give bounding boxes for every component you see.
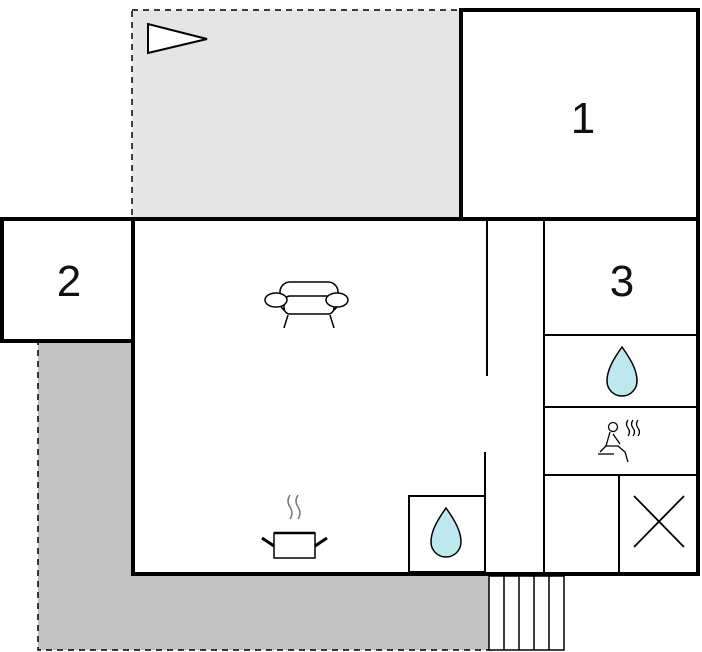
direction-triangle-icon <box>147 22 208 55</box>
room-1 <box>459 8 700 221</box>
room-1-label: 1 <box>571 94 595 143</box>
room-3-label: 3 <box>610 257 634 306</box>
sauna-icon <box>598 419 641 463</box>
room-2 <box>0 217 136 343</box>
cross-icon <box>633 495 685 548</box>
upper-terrace <box>131 9 462 219</box>
cooking-pot-icon <box>287 494 301 520</box>
water-drop-icon <box>430 506 462 558</box>
sofa-icon <box>264 281 349 329</box>
entrance-stairs <box>488 575 565 651</box>
water-drop-icon <box>606 345 638 397</box>
cooking-pot-body <box>261 531 328 559</box>
room-2-label: 2 <box>57 257 81 306</box>
